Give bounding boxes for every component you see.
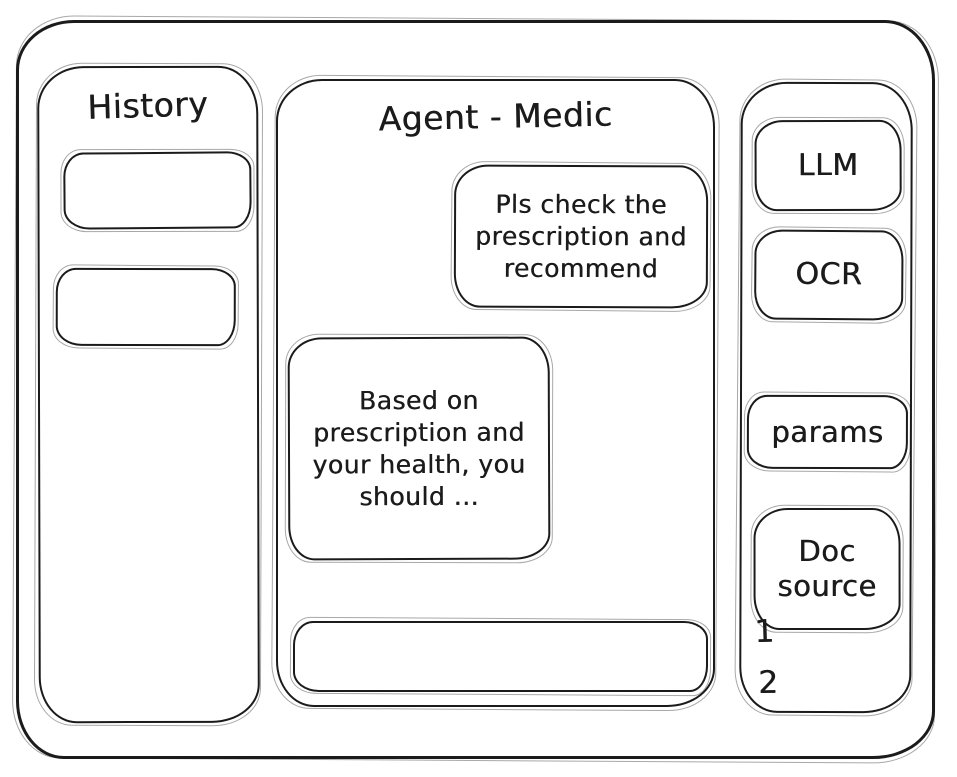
doc-source-item-2[interactable]: 2 [757,664,779,701]
ocr-button[interactable]: OCR [754,229,904,321]
doc-source-button[interactable]: Doc source [753,507,901,631]
doc-source-item-1[interactable]: 1 [753,613,776,651]
history-item[interactable] [55,267,236,347]
llm-button[interactable]: LLM [754,119,902,212]
history-title: History [86,84,209,127]
chat-panel: Agent - Medic Pls check the prescription… [276,79,715,707]
assistant-message-bubble: Based on prescription and your health, y… [287,336,551,561]
history-panel: History [37,65,260,724]
user-message-bubble: Pls check the prescription and recommend [453,164,709,309]
message-input[interactable] [295,623,706,690]
tools-panel: LLM OCR params Doc source 1 2 [739,81,913,714]
message-input-bar [293,621,708,692]
chat-title: Agent - Medic [378,94,613,139]
history-item[interactable] [63,151,252,230]
params-button[interactable]: params [746,394,909,470]
